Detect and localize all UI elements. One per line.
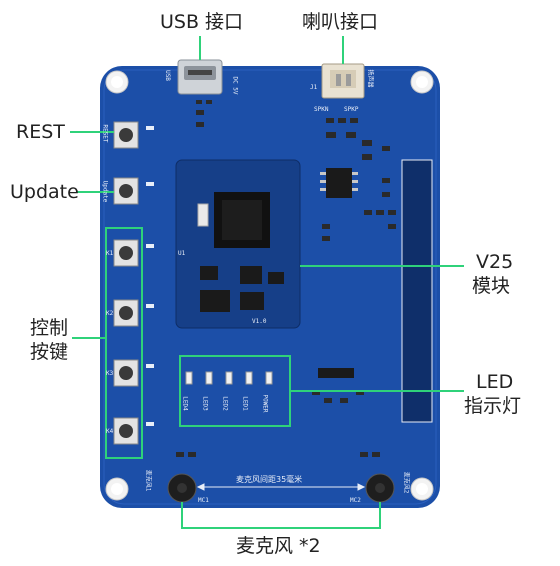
- smd-components: [196, 100, 396, 241]
- silk-speaker: 扬声器: [366, 69, 374, 88]
- silk-reset: RESET: [101, 124, 109, 143]
- microphones-label: 麦克风 *2: [236, 535, 321, 557]
- silk-k4: K4: [106, 428, 114, 435]
- microphone-1-graphic: [167, 473, 197, 503]
- mic-spacing-arrow: [196, 483, 366, 491]
- speaker-port-label: 喇叭接口: [302, 11, 379, 33]
- silk-mic2: 麦克风2: [402, 471, 410, 494]
- mic-spacing-label: 麦克风间距35毫米: [236, 475, 303, 484]
- silk-led3: LED3: [201, 396, 209, 411]
- silk-mc2: MC2: [350, 497, 361, 504]
- update-button-graphic: [113, 177, 139, 205]
- silk-u1: U1: [178, 250, 186, 257]
- silk-update: Update: [101, 180, 109, 203]
- speaker-connector: [321, 63, 365, 99]
- silk-v10: V1.0: [252, 318, 267, 325]
- silk-j1: J1: [310, 84, 318, 91]
- usb-connector: [177, 59, 223, 95]
- silk-spkp: SPKP: [344, 106, 359, 113]
- v25-module-label-line2: 模块: [472, 275, 511, 297]
- silk-usb: USB: [163, 70, 171, 81]
- v25-module-label-line1: V25: [476, 251, 514, 273]
- callouts: [70, 36, 464, 529]
- reset-button-graphic: [113, 121, 139, 149]
- silk-k3: K3: [106, 370, 114, 377]
- led-label-line1: LED: [476, 371, 514, 393]
- control-keys-label-line2: 按键: [30, 341, 69, 363]
- silk-led1: LED1: [241, 396, 249, 411]
- leds-graphic: [185, 371, 273, 385]
- reset-label: REST: [16, 121, 65, 143]
- update-label: Update: [10, 181, 79, 203]
- silk-power: POWER: [261, 394, 269, 413]
- mounting-holes: [105, 70, 434, 501]
- silk-spkn: SPKN: [314, 106, 329, 113]
- silk-mc1: MC1: [198, 497, 209, 504]
- key-buttons-graphic: [113, 239, 139, 445]
- microphone-2-graphic: [365, 473, 395, 503]
- pin-header: [401, 159, 433, 423]
- amplifier-chip: [326, 168, 352, 198]
- control-keys-label-line1: 控制: [30, 317, 69, 339]
- led-label-line2: 指示灯: [464, 395, 522, 417]
- v25-module: [175, 159, 301, 329]
- silk-k1: K1: [106, 250, 114, 257]
- silk-led2: LED2: [221, 396, 229, 411]
- silk-k2: K2: [106, 310, 114, 317]
- silk-dc: DC 5V: [231, 76, 239, 95]
- silk-mic1: 麦克风1: [144, 469, 152, 492]
- silk-led4: LED4: [181, 396, 189, 411]
- usb-port-label: USB 接口: [160, 11, 244, 33]
